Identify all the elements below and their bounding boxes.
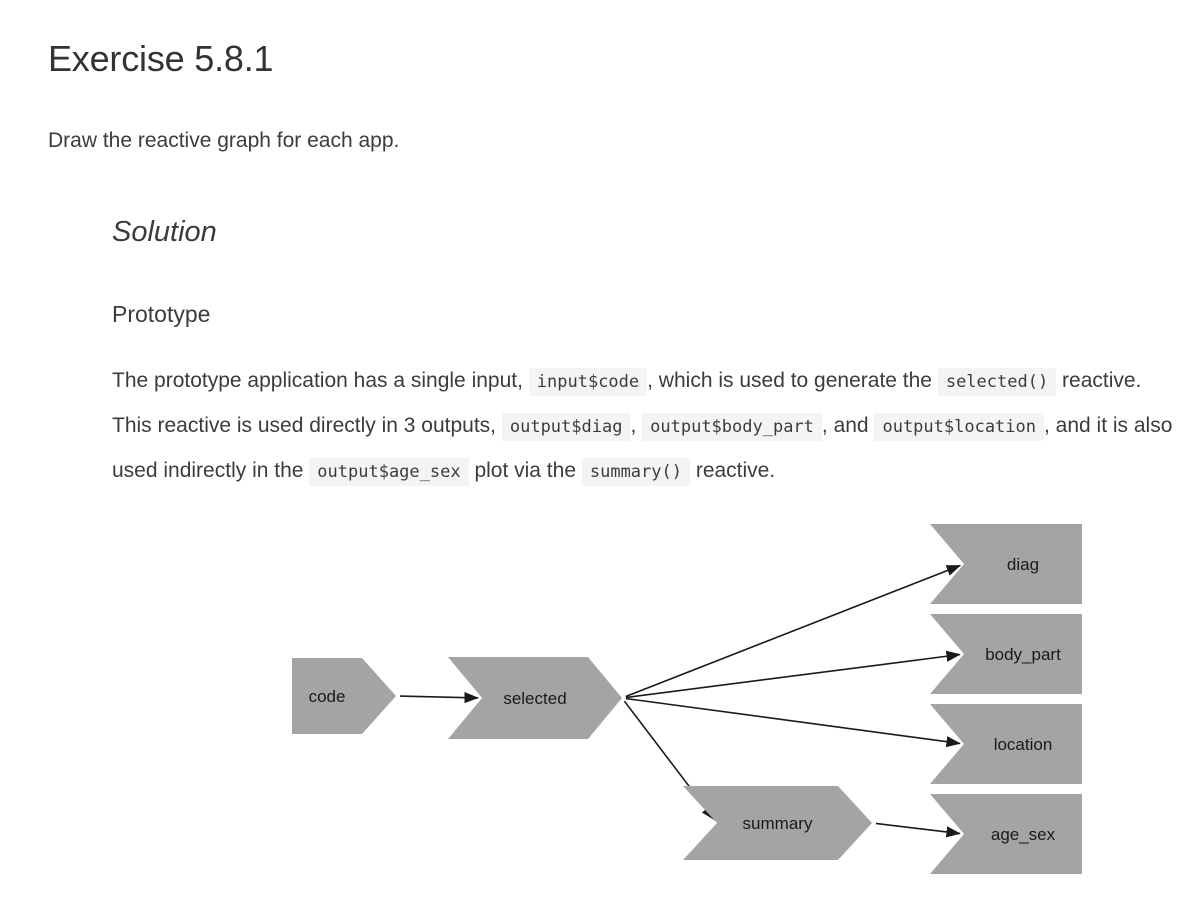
para-text-4: , <box>630 414 637 437</box>
graph-edge-summary-to-age_sex <box>875 822 961 838</box>
intro-text: Draw the reactive graph for each app. <box>48 129 400 152</box>
solution-heading: Solution <box>112 216 217 249</box>
graph-node-diag: diag <box>930 524 1082 604</box>
code-selected: selected() <box>937 368 1057 396</box>
graph-node-location: location <box>930 704 1082 784</box>
node-label-summary: summary <box>743 814 813 833</box>
node-label-body_part: body_part <box>985 645 1061 664</box>
node-label-location: location <box>994 735 1053 754</box>
node-shape-body_part <box>930 614 1082 694</box>
nodes-layer: code selected summary diag body_part location… <box>292 524 1082 874</box>
code-output-location: output$location <box>874 413 1044 441</box>
graph-edge-code-to-selected <box>399 691 479 704</box>
reactive-graph-canvas: code selected summary diag body_part location… <box>292 524 1082 874</box>
node-label-selected: selected <box>503 689 566 708</box>
graph-edge-selected-to-location <box>625 697 961 748</box>
para-text-2: , which is used to generate the <box>647 369 932 392</box>
code-output-body-part: output$body_part <box>642 413 822 441</box>
code-output-diag: output$diag <box>501 413 631 441</box>
node-label-code: code <box>309 687 346 706</box>
page-title: Exercise 5.8.1 <box>48 38 274 80</box>
node-label-age_sex: age_sex <box>991 825 1056 844</box>
para-text-8: reactive. <box>695 459 776 482</box>
para-text-1: The prototype application has a single i… <box>112 369 523 392</box>
graph-node-age_sex: age_sex <box>930 794 1082 874</box>
para-text-7: plot via the <box>474 459 577 482</box>
graph-node-summary: summary <box>683 786 872 860</box>
node-shape-selected <box>448 657 622 739</box>
graph-edge-selected-to-body_part <box>625 650 961 699</box>
graph-node-selected: selected <box>448 657 622 739</box>
node-shape-diag <box>930 524 1082 604</box>
prototype-paragraph: The prototype application has a single i… <box>112 359 1182 494</box>
node-shape-location <box>930 704 1082 784</box>
code-output-age-sex: output$age_sex <box>309 458 469 486</box>
code-summary: summary() <box>581 458 690 486</box>
node-label-diag: diag <box>1007 555 1039 574</box>
prototype-heading: Prototype <box>112 301 211 327</box>
reactive-graph-diagram: code selected summary diag body_part location… <box>0 505 1200 905</box>
graph-node-code: code <box>292 658 396 734</box>
para-text-5: , and <box>821 414 869 437</box>
edges-layer <box>399 564 962 838</box>
code-input-code: input$code <box>528 368 648 396</box>
node-shape-age_sex <box>930 794 1082 874</box>
graph-edge-selected-to-diag <box>625 564 962 698</box>
para-text-6: , and it is also used indirectly in the <box>112 414 1173 482</box>
graph-node-body_part: body_part <box>930 614 1082 694</box>
node-shape-code <box>292 658 396 734</box>
para-text-3: reactive. This reactive is used directly… <box>112 369 1142 437</box>
node-shape-summary <box>683 786 872 860</box>
